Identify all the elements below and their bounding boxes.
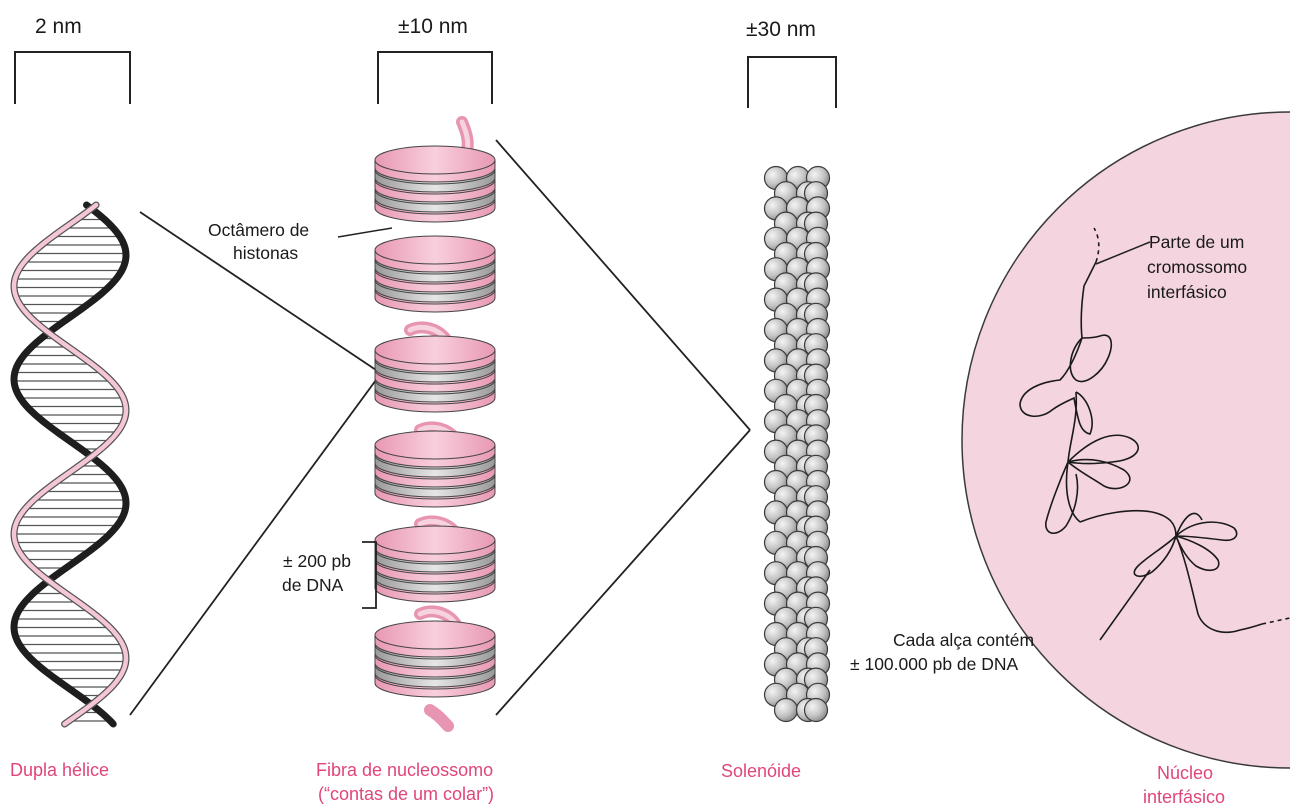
label-chromosome-line2: cromossomo (1147, 257, 1247, 277)
zoom-lines-nucleosome-to-solenoid (496, 140, 750, 715)
solenoid-fiber (765, 167, 830, 722)
octamer-pointer (338, 228, 392, 237)
nucleosome (375, 621, 495, 697)
label-octamer-line2: histonas (233, 243, 298, 263)
caption-solenoid: Solenóide (721, 761, 801, 781)
nucleosome (375, 146, 495, 222)
nucleosome (375, 336, 495, 412)
scale-label-helix: 2 nm (35, 15, 82, 38)
label-loop-line2: ± 100.000 pb de DNA (850, 654, 1019, 674)
scale-label-solenoid: ±30 nm (746, 18, 816, 41)
dna-strand-dark (14, 205, 126, 724)
scale-bracket-solenoid (748, 57, 836, 108)
nucleosome-fiber (375, 122, 495, 726)
scale-bracket-nucleosome (378, 52, 492, 104)
nucleosome (375, 526, 495, 602)
solenoid-bead (775, 699, 798, 722)
label-chromosome-line3: interfásico (1147, 282, 1227, 302)
caption-nucleus-line1: Núcleo (1157, 763, 1213, 783)
zoom-lines-helix-to-nucleosome (130, 212, 376, 715)
double-helix (14, 205, 126, 724)
label-octamer-line1: Octâmero de (208, 220, 309, 240)
200pb-bracket (362, 542, 376, 608)
label-loop-line1: Cada alça contém (893, 630, 1034, 650)
label-200pb-line1: ± 200 pb (283, 551, 351, 571)
scale-bracket-helix (15, 52, 130, 104)
caption-nucleus-line2: interfásico (1143, 787, 1225, 807)
label-chromosome-line1: Parte de um (1149, 232, 1244, 252)
scale-label-nucleosome: ±10 nm (398, 15, 468, 38)
caption-double-helix: Dupla hélice (10, 760, 109, 780)
label-200pb-line2: de DNA (282, 575, 344, 595)
solenoid-bead (805, 699, 828, 722)
nucleosome (375, 431, 495, 507)
nucleosome (375, 236, 495, 312)
caption-nucleosome-line2: (“contas de um colar”) (318, 784, 494, 804)
caption-nucleosome-line1: Fibra de nucleossomo (316, 760, 493, 780)
